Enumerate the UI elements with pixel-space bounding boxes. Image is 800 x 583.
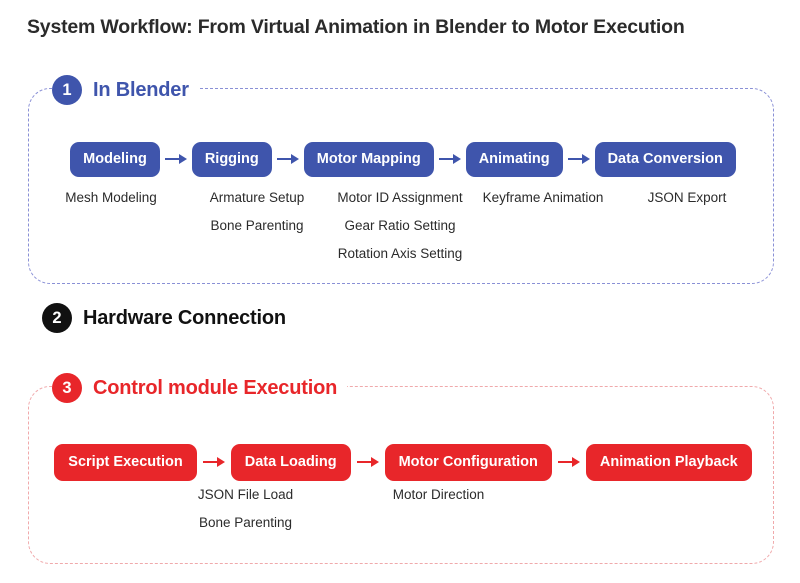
section-title-hardware-connection: Hardware Connection bbox=[83, 306, 286, 329]
arrow-shaft bbox=[276, 157, 291, 161]
sub-label: Keyframe Animation bbox=[482, 190, 604, 205]
flow-row-control-module-execution: Script Execution Data Loading Motor Conf… bbox=[50, 443, 756, 481]
section-title-control-module-execution: Control module Execution bbox=[93, 376, 338, 399]
flow-node-script-execution[interactable]: Script Execution bbox=[54, 443, 197, 481]
section-header-in-blender: 1 In Blender bbox=[52, 75, 199, 105]
arrow-right-icon bbox=[202, 456, 225, 468]
section-badge-1: 1 bbox=[52, 75, 82, 105]
arrow-shaft bbox=[438, 157, 453, 161]
flow-node-modeling[interactable]: Modeling bbox=[70, 141, 160, 177]
arrow-head bbox=[178, 154, 187, 164]
sub-labels-animating: Keyframe Animation bbox=[432, 190, 654, 206]
arrow-right-icon bbox=[164, 153, 187, 165]
flow-node-data-loading[interactable]: Data Loading bbox=[230, 443, 351, 481]
flow-node-animation-playback[interactable]: Animation Playback bbox=[585, 443, 752, 481]
sub-labels-rigging: Armature Setup Bone Parenting bbox=[146, 190, 368, 234]
sub-label: Motor ID Assignment bbox=[337, 190, 463, 205]
arrow-head bbox=[290, 154, 299, 164]
arrow-head bbox=[571, 457, 580, 467]
arrow-shaft bbox=[356, 460, 371, 464]
arrow-head bbox=[370, 457, 379, 467]
arrow-head bbox=[216, 457, 225, 467]
sub-label: Armature Setup bbox=[209, 190, 305, 205]
arrow-shaft bbox=[164, 157, 179, 161]
flow-node-rigging[interactable]: Rigging bbox=[191, 141, 272, 177]
arrow-shaft bbox=[557, 460, 572, 464]
sub-label: Motor Direction bbox=[392, 487, 485, 502]
sub-label: Bone Parenting bbox=[198, 514, 293, 530]
arrow-right-icon bbox=[276, 153, 299, 165]
flow-node-motor-mapping[interactable]: Motor Mapping bbox=[303, 141, 434, 177]
sub-label: JSON File Load bbox=[197, 487, 294, 502]
sub-label: Bone Parenting bbox=[210, 217, 304, 233]
flow-node-motor-configuration[interactable]: Motor Configuration bbox=[384, 443, 552, 481]
sub-label: Gear Ratio Setting bbox=[344, 217, 456, 233]
section-badge-3: 3 bbox=[52, 373, 82, 403]
flow-node-animating[interactable]: Animating bbox=[465, 141, 563, 177]
arrow-head bbox=[452, 154, 461, 164]
sub-label: Rotation Axis Setting bbox=[337, 245, 463, 261]
arrow-right-icon bbox=[567, 153, 590, 165]
sub-labels-motor-configuration: Motor Direction bbox=[336, 487, 541, 503]
arrow-right-icon bbox=[557, 456, 580, 468]
sub-labels-data-loading: JSON File Load Bone Parenting bbox=[143, 487, 348, 531]
flow-node-data-conversion[interactable]: Data Conversion bbox=[594, 141, 736, 177]
page-title: System Workflow: From Virtual Animation … bbox=[27, 16, 685, 38]
arrow-right-icon bbox=[438, 153, 461, 165]
sub-labels-motor-mapping: Motor ID Assignment Gear Ratio Setting R… bbox=[289, 190, 511, 262]
arrow-shaft bbox=[567, 157, 582, 161]
section-header-hardware-connection: 2 Hardware Connection bbox=[42, 303, 296, 333]
arrow-right-icon bbox=[356, 456, 379, 468]
sub-labels-data-conversion: JSON Export bbox=[576, 190, 798, 206]
section-container-in-blender bbox=[28, 88, 774, 284]
flow-row-in-blender: Modeling Rigging Motor Mapping Animating… bbox=[50, 141, 756, 177]
sub-label: Mesh Modeling bbox=[65, 190, 157, 205]
section-container-control-module-execution bbox=[28, 386, 774, 564]
section-badge-2: 2 bbox=[42, 303, 72, 333]
section-title-in-blender: In Blender bbox=[93, 78, 189, 101]
section-header-control-module-execution: 3 Control module Execution bbox=[52, 373, 348, 403]
arrow-head bbox=[581, 154, 590, 164]
arrow-shaft bbox=[202, 460, 217, 464]
sub-label: JSON Export bbox=[647, 190, 727, 205]
sub-labels-modeling: Mesh Modeling bbox=[0, 190, 222, 206]
